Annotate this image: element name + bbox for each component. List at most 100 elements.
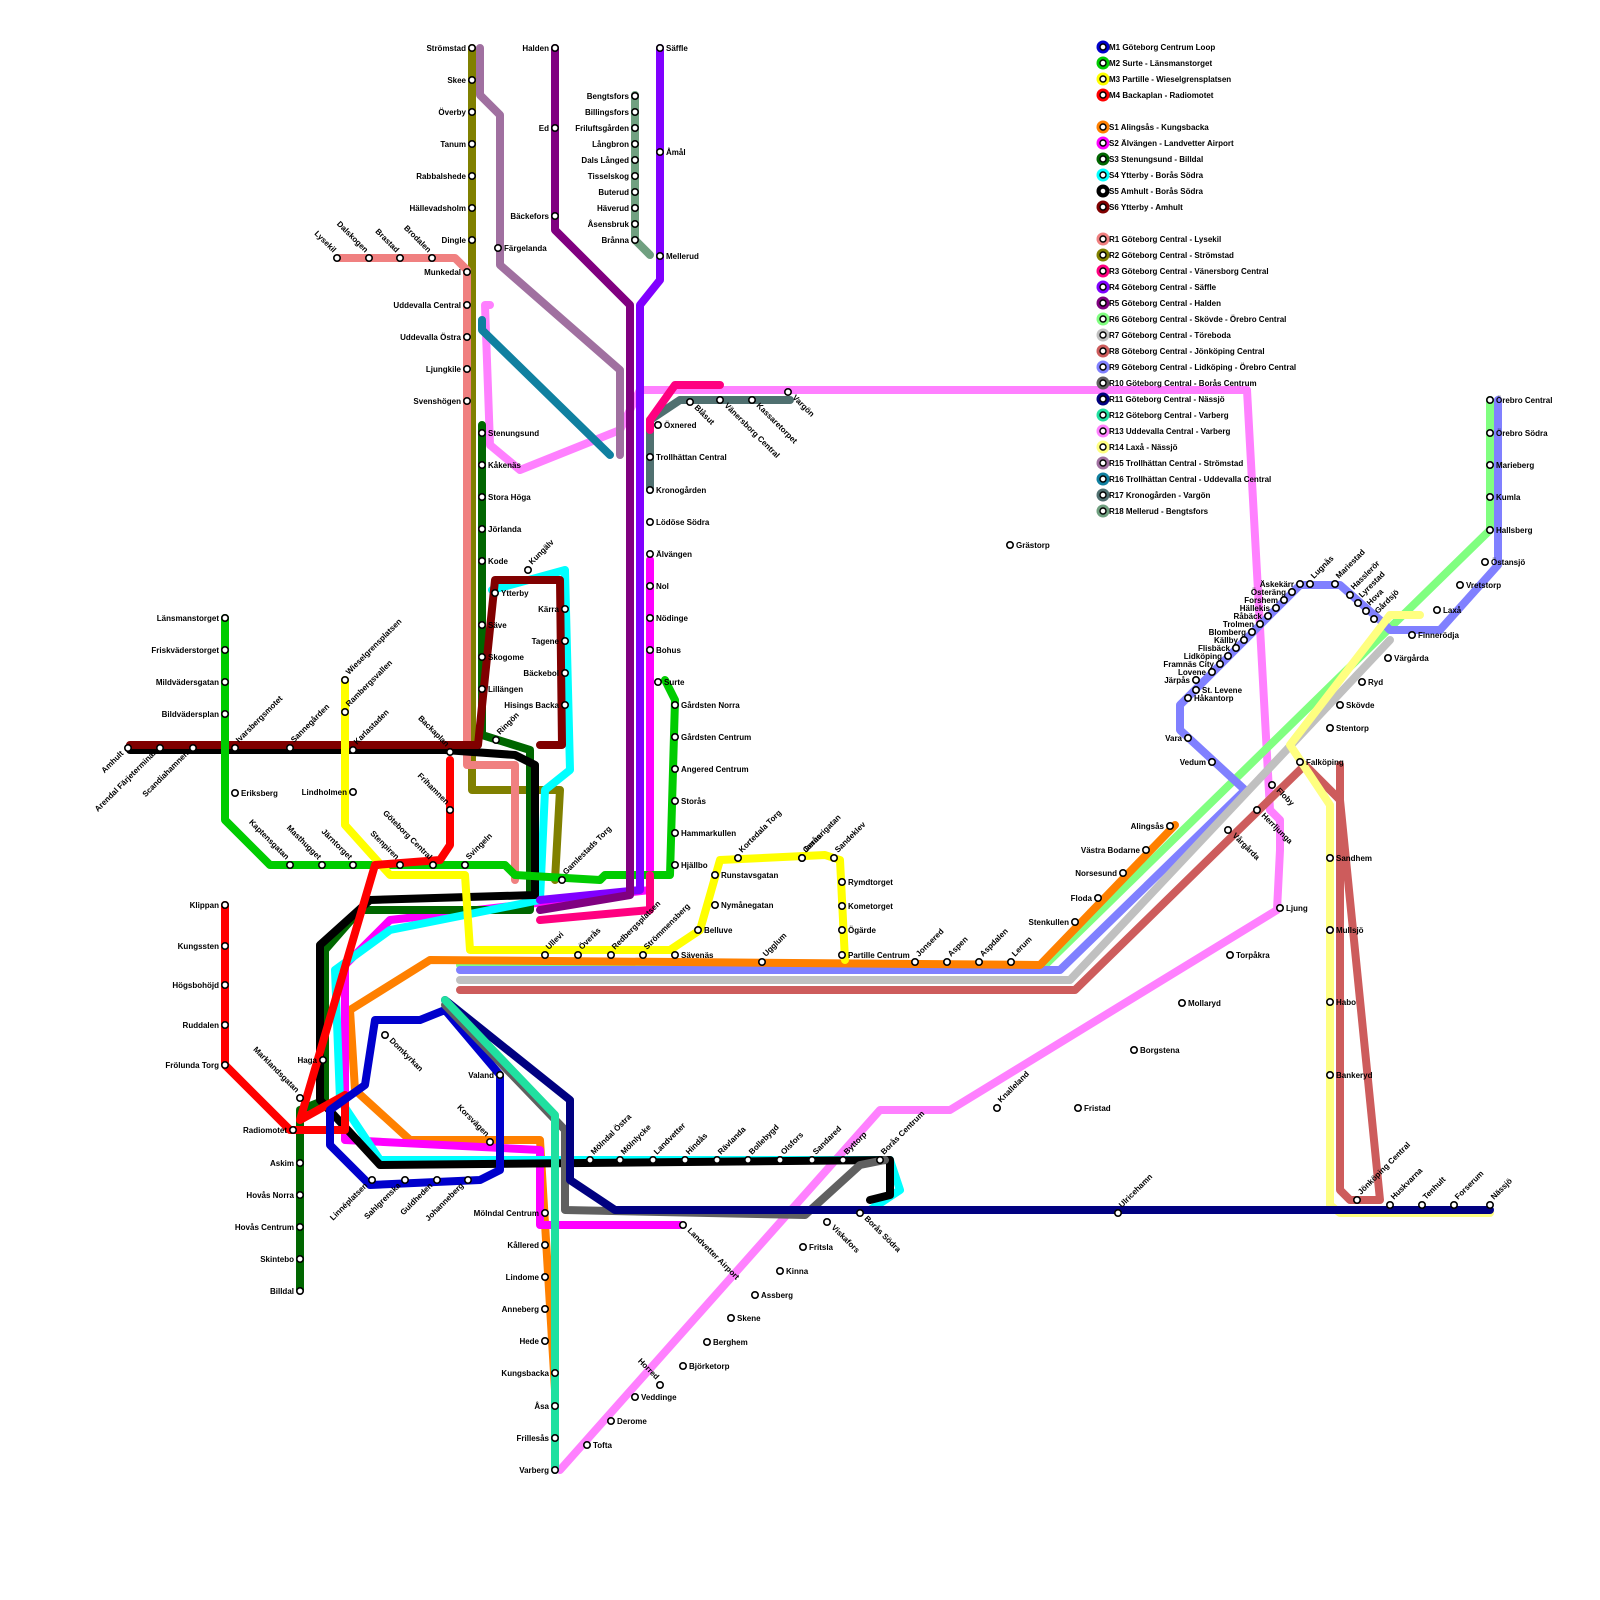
station-nymanegatan[interactable]: Nymånegatan [712,901,774,910]
station-marker[interactable] [469,237,475,243]
station-skovde[interactable]: Skövde [1337,701,1375,710]
station-marker[interactable] [297,1095,303,1101]
station-saffle[interactable]: Säffle [657,44,689,53]
station-marker[interactable] [464,334,470,340]
station-marker[interactable] [1269,782,1275,788]
station-marker[interactable] [297,1288,303,1294]
station-marker[interactable] [222,1022,228,1028]
station-marker[interactable] [672,862,678,868]
station-marker[interactable] [397,255,403,261]
station-uddevalla-central[interactable]: Uddevalla Central [393,301,470,310]
station-tisselskog[interactable]: Tisselskog [588,172,638,181]
station-runstavsgatan[interactable]: Runstavsgatan [712,871,779,880]
station-marker[interactable] [1487,462,1493,468]
station-marker[interactable] [1451,1202,1457,1208]
station-marker[interactable] [469,173,475,179]
station-marker[interactable] [672,766,678,772]
station-marker[interactable] [712,902,718,908]
station-marker[interactable] [287,862,293,868]
station-hogsbohojd[interactable]: Högsbohöjd [172,981,228,990]
station-marker[interactable] [493,737,499,743]
station-amhult[interactable]: Amhult [100,745,132,775]
station-marker[interactable] [1371,616,1377,622]
station-marker[interactable] [632,93,638,99]
station-eriksberg[interactable]: Eriksberg [232,789,278,798]
station-marker[interactable] [1225,653,1231,659]
station-marker[interactable] [430,862,436,868]
station-marker[interactable] [1277,905,1283,911]
station-marker[interactable] [479,430,485,436]
station-marker[interactable] [695,927,701,933]
station-marker[interactable] [366,255,372,261]
station-marker[interactable] [287,745,293,751]
station-marker[interactable] [1179,1000,1185,1006]
station-marker[interactable] [840,1157,846,1163]
station-gardsten-centrum[interactable]: Gårdsten Centrum [672,733,751,742]
station-marker[interactable] [1193,677,1199,683]
station-marker[interactable] [632,205,638,211]
station-lerum[interactable]: Lerum [1008,935,1034,965]
station-marker[interactable] [469,77,475,83]
station-marker[interactable] [1327,855,1333,861]
station-fritsla[interactable]: Fritsla [800,1243,834,1252]
station-marker[interactable] [497,1072,503,1078]
station-marker[interactable] [495,245,501,251]
station-marker[interactable] [672,798,678,804]
station-marker[interactable] [728,1315,734,1321]
station-marker[interactable] [777,1268,783,1274]
station-marker[interactable] [222,647,228,653]
station-marker[interactable] [809,1157,815,1163]
station-marker[interactable] [1225,827,1231,833]
station-marker[interactable] [290,1127,296,1133]
station-huskvarna[interactable]: Huskvarna [1387,1166,1425,1208]
station-uddevalla-ostra[interactable]: Uddevalla Östra [400,333,470,342]
station-marker[interactable] [976,959,982,965]
station-marker[interactable] [320,1057,326,1063]
station-angered-centrum[interactable]: Angered Centrum [672,765,749,774]
station-hisings-backa[interactable]: Hisings Backa [504,701,568,710]
station-marker[interactable] [1217,661,1223,667]
station-marker[interactable] [542,952,548,958]
station-landvetter-airport[interactable]: Landvetter Airport [680,1222,742,1282]
station-ryd[interactable]: Ryd [1359,678,1383,687]
station-marker[interactable] [687,399,693,405]
station-marker[interactable] [839,903,845,909]
station-marker[interactable] [839,927,845,933]
station-ytterby[interactable]: Ytterby [492,589,529,598]
station-tofta[interactable]: Tofta [584,1441,613,1450]
station-marker[interactable] [1487,430,1493,436]
station-marker[interactable] [1131,1047,1137,1053]
station-marker[interactable] [682,1157,688,1163]
station-lysekil[interactable]: Lysekil [313,229,341,261]
station-marker[interactable] [647,487,653,493]
station-marker[interactable] [369,1177,375,1183]
station-kinna[interactable]: Kinna [777,1267,809,1276]
station-marker[interactable] [1337,702,1343,708]
station-stenkullen[interactable]: Stenkullen [1029,918,1079,927]
station-marker[interactable] [1327,1072,1333,1078]
station-boras-centrum[interactable]: Borås Centrum [877,1109,926,1163]
station-hede[interactable]: Hede [519,1337,548,1346]
station-marker[interactable] [479,526,485,532]
station-marker[interactable] [552,213,558,219]
station-marker[interactable] [680,1222,686,1228]
station-marker[interactable] [994,1105,1000,1111]
station-grastorp[interactable]: Grästorp [1007,541,1050,550]
station-marker[interactable] [632,221,638,227]
station-marker[interactable] [944,959,950,965]
station-marker[interactable] [479,654,485,660]
station-veddinge[interactable]: Veddinge [632,1393,677,1402]
station-hallevadsholm[interactable]: Hällevadsholm [410,204,476,213]
station-marker[interactable] [1487,527,1493,533]
station-marker[interactable] [680,1363,686,1369]
station-marker[interactable] [647,647,653,653]
station-marker[interactable] [1354,1197,1360,1203]
station-marker[interactable] [655,679,661,685]
station-marker[interactable] [1487,397,1493,403]
station-marker[interactable] [232,745,238,751]
station-aspdalen[interactable]: Aspdalen [976,927,1010,966]
station-marker[interactable] [297,1192,303,1198]
station-skee[interactable]: Skee [447,76,475,85]
station-marker[interactable] [1327,999,1333,1005]
station-marker[interactable] [222,711,228,717]
